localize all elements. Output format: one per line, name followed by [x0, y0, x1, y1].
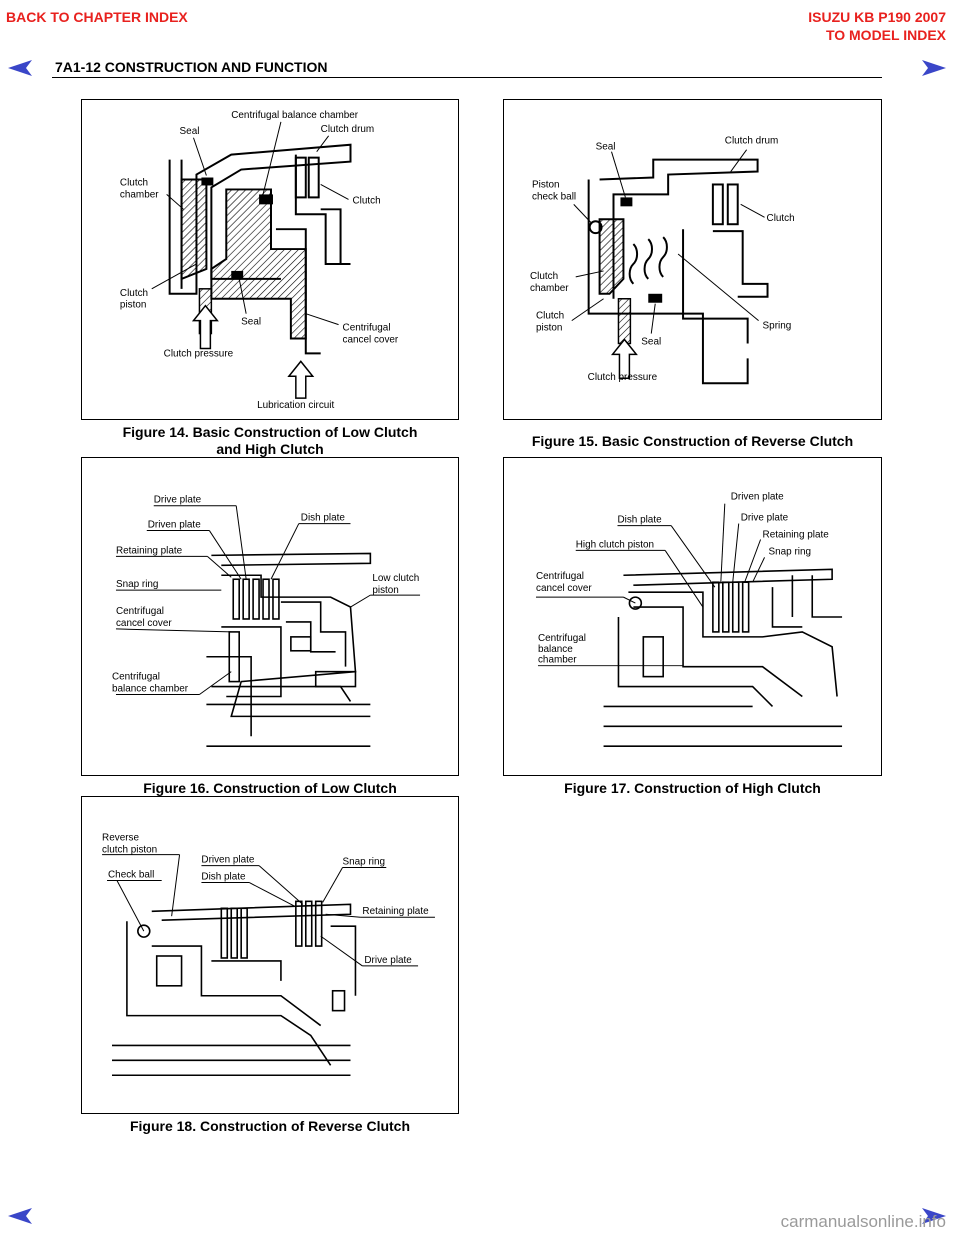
fig17-label-cancel-cover-2: cancel cover [536, 583, 592, 594]
fig16-label-retaining-plate: Retaining plate [116, 545, 183, 556]
fig17-label-high-clutch-piston: High clutch piston [576, 539, 654, 550]
back-to-chapter-index-link[interactable]: BACK TO CHAPTER INDEX [6, 9, 188, 25]
fig18-label-reverse-1: Reverse [102, 833, 139, 844]
header-divider [52, 77, 882, 78]
figure-17-caption: Figure 17. Construction of High Clutch [564, 780, 821, 796]
fig15-label-clutch-pressure: Clutch pressure [588, 372, 658, 383]
figure-17-diagram: Driven plate Dish plate Drive plate Reta… [503, 457, 882, 776]
figure-18-caption: Figure 18. Construction of Reverse Clutc… [129, 1118, 411, 1134]
figure-18-diagram: Reverse clutch piston Check ball Driven … [81, 796, 459, 1114]
page-header-title: 7A1-12 CONSTRUCTION AND FUNCTION [55, 59, 328, 75]
fig18-label-check-ball: Check ball [108, 869, 154, 880]
fig18-label-retaining-plate: Retaining plate [362, 906, 429, 917]
fig15-label-clutch: Clutch [767, 213, 795, 224]
fig17-label-balance-2: balance [538, 644, 573, 655]
fig17-label-drive-plate: Drive plate [741, 513, 789, 524]
fig15-label-clutch-piston-2: piston [536, 323, 562, 334]
fig15-label-piston-check-1: Piston [532, 179, 560, 190]
fig14-label-balance-chamber: Centrifugal balance chamber [231, 110, 359, 121]
fig14-label-lubrication: Lubrication circuit [257, 400, 334, 411]
fig17-label-driven-plate: Driven plate [731, 492, 784, 503]
previous-page-bottom-arrow-icon[interactable] [6, 1206, 34, 1226]
fig16-label-low-clutch-1: Low clutch [372, 573, 419, 584]
fig14-label-clutch-chamber-1: Clutch [120, 177, 148, 188]
fig18-label-driven-plate: Driven plate [201, 855, 254, 866]
fig18-label-snap-ring: Snap ring [343, 857, 385, 868]
fig15-label-spring: Spring [763, 321, 792, 332]
figure-16-diagram: Drive plate Driven plate Dish plate Reta… [81, 457, 459, 776]
fig15-label-seal-top: Seal [596, 142, 616, 153]
fig14-label-clutch-piston-1: Clutch [120, 288, 148, 299]
fig18-label-reverse-2: clutch piston [102, 845, 157, 856]
fig14-label-clutch-drum: Clutch drum [321, 124, 375, 135]
fig17-label-retaining-plate: Retaining plate [763, 529, 830, 540]
fig15-label-clutch-drum: Clutch drum [725, 136, 779, 147]
fig16-label-driven-plate: Driven plate [148, 520, 201, 531]
fig16-label-balance-1: Centrifugal [112, 672, 160, 683]
figure-15-caption: Figure 15. Basic Construction of Reverse… [531, 433, 854, 449]
fig14-label-clutch-piston-2: piston [120, 300, 146, 311]
fig14-label-clutch-chamber-2: chamber [120, 189, 159, 200]
figure-15-diagram: Seal Clutch drum Piston check ball Clutc… [503, 99, 882, 420]
fig14-label-seal-top: Seal [180, 126, 200, 137]
fig16-label-low-clutch-2: piston [372, 585, 398, 596]
fig14-label-clutch-pressure: Clutch pressure [164, 348, 234, 359]
model-title[interactable]: ISUZU KB P190 2007 [808, 9, 946, 25]
fig16-label-dish-plate: Dish plate [301, 513, 346, 524]
fig16-label-cancel-cover-1: Centrifugal [116, 606, 164, 617]
previous-page-arrow-icon[interactable] [6, 58, 34, 78]
fig16-label-cancel-cover-2: cancel cover [116, 618, 172, 629]
fig17-label-cancel-cover-1: Centrifugal [536, 571, 584, 582]
fig15-label-clutch-chamber-2: chamber [530, 283, 569, 294]
fig17-label-dish-plate: Dish plate [617, 515, 662, 526]
fig14-label-clutch: Clutch [352, 195, 380, 206]
to-model-index-link[interactable]: TO MODEL INDEX [825, 27, 946, 43]
fig14-label-seal-bottom: Seal [241, 317, 261, 328]
fig17-label-balance-3: chamber [538, 655, 577, 666]
next-page-bottom-arrow-icon[interactable] [920, 1206, 948, 1226]
fig14-label-cancel-cover-2: cancel cover [343, 334, 399, 345]
fig15-label-piston-check-2: check ball [532, 191, 576, 202]
figure-14-caption: Figure 14. Basic Construction of Low Clu… [122, 424, 418, 457]
next-page-arrow-icon[interactable] [920, 58, 948, 78]
fig17-label-balance-1: Centrifugal [538, 633, 586, 644]
fig15-label-clutch-chamber-1: Clutch [530, 271, 558, 282]
fig18-label-drive-plate: Drive plate [364, 955, 412, 966]
figure-16-caption: Figure 16. Construction of Low Clutch [143, 780, 397, 796]
fig16-label-balance-2: balance chamber [112, 684, 189, 695]
fig14-label-cancel-cover-1: Centrifugal [343, 323, 391, 334]
fig15-label-seal-bottom: Seal [641, 336, 661, 347]
fig18-label-dish-plate: Dish plate [201, 871, 246, 882]
watermark: carmanualsonline.info [780, 1212, 946, 1231]
figure-14-diagram: Seal Centrifugal balance chamber Clutch … [81, 99, 459, 420]
fig16-label-snap-ring: Snap ring [116, 579, 158, 590]
fig17-label-snap-ring: Snap ring [769, 546, 811, 557]
fig15-label-clutch-piston-1: Clutch [536, 311, 564, 322]
fig16-label-drive-plate: Drive plate [154, 495, 202, 506]
